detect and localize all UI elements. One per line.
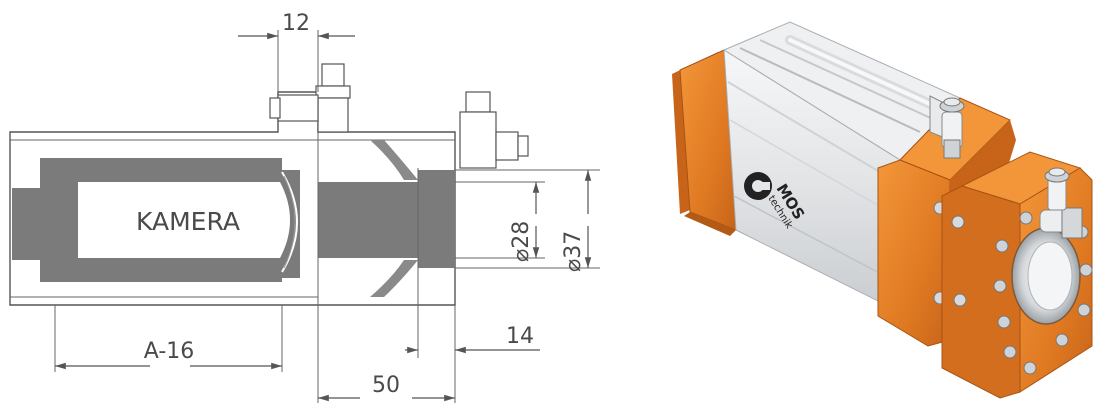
svg-text:⌀37: ⌀37 [561,231,586,272]
aluminium-body [722,21,961,313]
dimension-diameter-28: ⌀28 [455,181,545,262]
section-drawing: KAMERA 12 [9,11,600,403]
air-tube [785,35,935,109]
rear-end-cap [672,49,737,236]
air-channel-lower [370,260,418,297]
front-flange [941,151,1093,399]
camera-label: KAMERA [136,207,240,236]
camera-lens [281,171,298,273]
svg-text:50: 50 [372,373,400,398]
svg-text:12: 12 [282,11,310,36]
air-fitting-front [1039,167,1083,239]
air-fitting-1 [269,63,351,133]
air-fitting-top [929,95,965,159]
dimension-diameter-37: ⌀37 [455,169,600,272]
dimension-body-50: 50 [317,305,456,403]
dimension-length-a16: A-16 [54,305,283,372]
air-fitting-2 [459,91,529,169]
camera-body-cutout [78,182,290,258]
dimension-front-14: 14 [405,305,540,358]
svg-text:⌀28: ⌀28 [509,221,534,262]
dimension-top-12: 12 [238,11,355,92]
air-channel-upper [370,140,418,180]
svg-text:14: 14 [506,324,534,349]
svg-text:A-16: A-16 [144,339,195,364]
product-illustration: MOS technik [672,21,1093,399]
front-section [318,170,455,268]
